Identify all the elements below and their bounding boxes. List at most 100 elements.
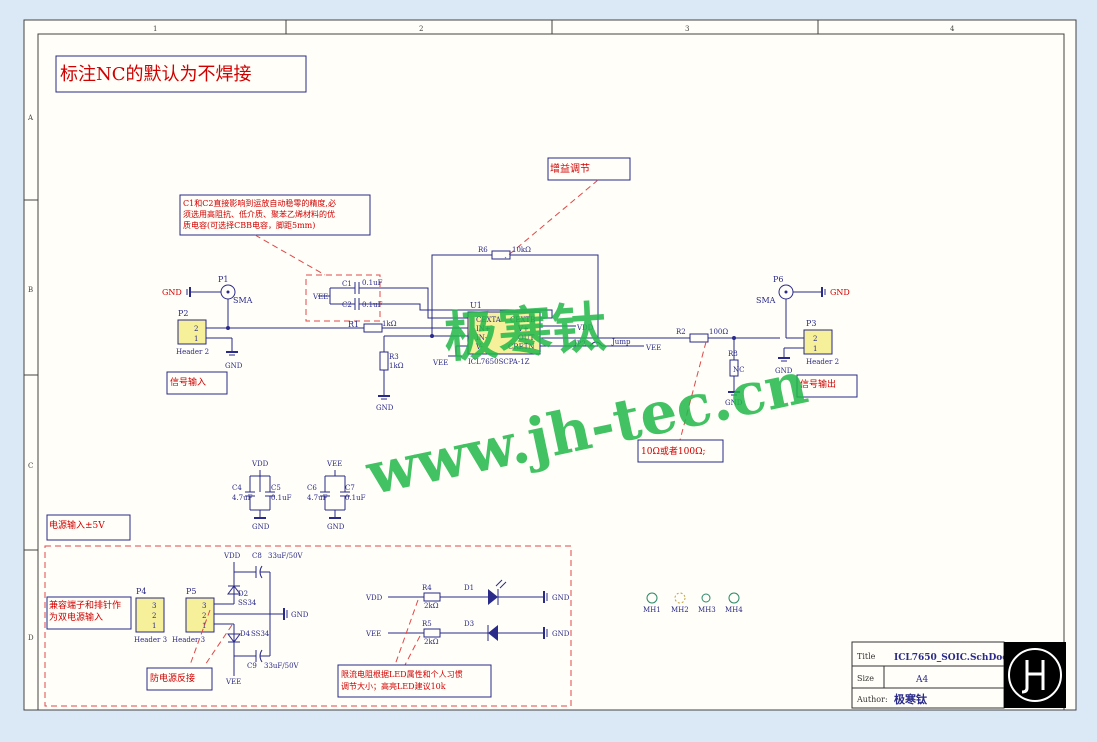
nc-note: 标注NC的默认为不焊接 [60, 64, 252, 85]
p1-sma-connector: P1 SMA GND [162, 275, 253, 330]
r2-value: 100Ω [709, 328, 728, 336]
r5-label: R5 [422, 620, 432, 628]
p5-label: P5 [186, 587, 196, 596]
r3-gnd-label: GND [376, 404, 394, 412]
c2-value: 0.1uF [362, 301, 383, 309]
prot-gnd-label: GND [291, 611, 309, 619]
r-choice-note: 10Ω或者100Ω; [641, 445, 706, 457]
u1-label: U1 [470, 301, 482, 310]
signal-out-box [796, 374, 858, 398]
p1-gnd-label: GND [162, 288, 182, 297]
border-col-2: 2 [419, 25, 423, 33]
u1-pin-inp: IN+ [476, 325, 491, 333]
c7-value: 0.1uF [345, 494, 366, 502]
p3-type: Header 2 [806, 358, 839, 366]
cap-note-line-2: 须选用高阻抗、低介质、聚苯乙烯材料的优 [183, 209, 335, 219]
d2-part: SS34 [238, 599, 257, 607]
compat-note-line-2: 为双电源输入 [49, 611, 103, 623]
jh-logo-icon [1008, 648, 1062, 702]
power-section-box [44, 545, 572, 707]
c5-label: C5 [271, 484, 281, 492]
c1c2-vee-label: VEE [312, 293, 328, 301]
r2-label: R2 [676, 328, 686, 336]
svg-text:2: 2 [202, 612, 206, 620]
led1-vdd-label: VDD [365, 594, 383, 602]
jp2-vee-label: VEE [645, 344, 661, 352]
p6-sma-connector: P6 SMA GND [756, 275, 850, 338]
u1-opamp: U1 CEXTA IN+ IN- V- CEXTB V+ OUT CRETN I… [432, 301, 690, 367]
reverse-protection: VDD D2 SS34 D4 SS34 VEE C8 33uF/50V C9 3… [214, 552, 309, 686]
signal-in-note: 信号输入 [170, 376, 206, 388]
title-value: ICL7650_SOIC.SchDoc [894, 653, 1008, 663]
p3-header: 2 1 P3 Header 2 GND [775, 319, 839, 375]
c4-label: C4 [232, 484, 242, 492]
p4-label: P4 [136, 587, 146, 596]
r3-value: 1kΩ [389, 362, 404, 370]
border-col-1: 1 [153, 25, 157, 33]
d1-gnd-label: GND [552, 594, 570, 602]
title-block: Title ICL7650_SOIC.SchDoc Size A4 Author… [851, 641, 1066, 709]
u1-pin-cretn: CRETN [508, 343, 535, 351]
r1-value: 1kΩ [382, 320, 397, 328]
signal-out-note: 信号输出 [800, 378, 836, 390]
gain-note: 增益调节 [550, 162, 590, 175]
p6-gnd-label: GND [830, 288, 850, 297]
r4-value: 2kΩ [424, 602, 439, 610]
title-label: Title [857, 652, 876, 661]
c1-value: 0.1uF [362, 279, 383, 287]
cap-dash-line [254, 234, 326, 276]
border-row-d: D [28, 634, 34, 642]
jp2-jumper: JP2 Jump VEE [573, 338, 661, 352]
d4-label: D4 [240, 630, 251, 638]
d1-label: D1 [464, 584, 474, 592]
r8-label: R8 [728, 350, 738, 358]
p6-type: SMA [756, 296, 776, 305]
size-value: A4 [915, 675, 928, 685]
c8-value: 33uF/50V [268, 552, 304, 560]
led3-vee-label: VEE [365, 630, 381, 638]
led-note-line-2: 调节大小；高亮LED建议10k [341, 681, 446, 691]
u1-pin-vm: V- [475, 343, 483, 351]
r8-nc-label: NC [733, 366, 744, 374]
u1-pin-out: OUT [518, 334, 535, 342]
svg-text:1: 1 [194, 335, 198, 343]
cap-note-box [179, 194, 371, 236]
power-in-note: 电源输入±5V [49, 519, 105, 531]
c6-label: C6 [307, 484, 317, 492]
r6-label: R6 [478, 246, 488, 254]
r3-label: R3 [389, 353, 399, 361]
reverse-box [146, 667, 213, 691]
r1-resistor: R1 1kΩ [348, 320, 468, 333]
d4-part: SS34 [251, 630, 270, 638]
p4-header: 3 2 1 P4 Header 3 [134, 587, 167, 644]
p3-label: P3 [806, 319, 816, 328]
c9-value: 33uF/50V [264, 662, 300, 670]
vdd-rail-label: VDD [251, 460, 269, 468]
border-row-b: B [28, 286, 33, 294]
u1-pin-inn: IN- [476, 334, 488, 342]
jp2-type: Jump [611, 338, 631, 346]
u1-vdd-label: VDD [576, 324, 594, 332]
led-note-box [337, 664, 492, 698]
sheet: 1 2 3 4 A B C D [23, 19, 1077, 711]
mh4-label: MH4 [725, 606, 743, 614]
author-value: 极寒钛 [894, 692, 928, 706]
c5-value: 0.1uF [271, 494, 292, 502]
p5-header: 3 2 1 P5 Header 3 [172, 587, 215, 644]
led-d3: VEE R5 2kΩ D3 GND [365, 620, 570, 646]
c2-label: C2 [342, 301, 352, 309]
c8-label: C8 [252, 552, 262, 560]
c4-value: 4.7uF [232, 494, 253, 502]
svg-text:2: 2 [194, 325, 198, 333]
border-row-a: A [27, 114, 34, 122]
r4-label: R4 [422, 584, 432, 592]
nc-note-box [55, 55, 307, 93]
svg-text:3: 3 [152, 602, 156, 610]
c1-label: C1 [342, 280, 352, 288]
r8-gnd-label: GND [725, 399, 743, 407]
r1-label: R1 [348, 320, 359, 329]
p1-label: P1 [218, 275, 228, 284]
vee-rail-label: VEE [326, 460, 342, 468]
p2-gnd-label: GND [225, 362, 243, 370]
